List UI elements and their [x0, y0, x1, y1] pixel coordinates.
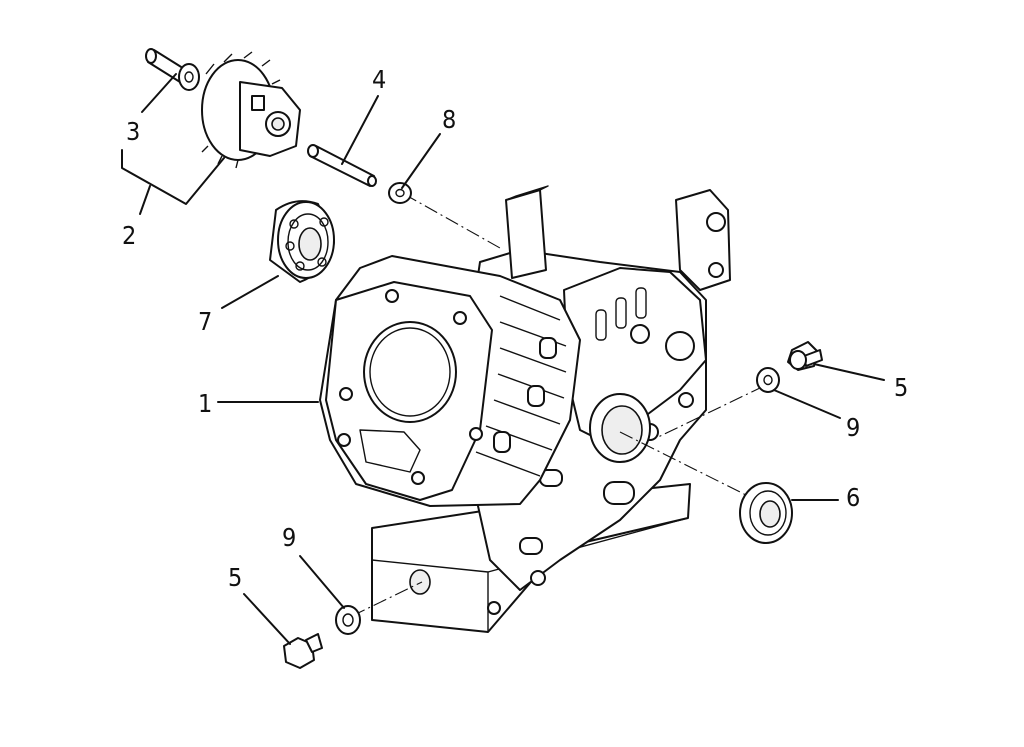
callout-1: 1	[198, 389, 212, 418]
callout-5-right: 5	[894, 373, 908, 402]
callout-6: 6	[846, 483, 860, 512]
part-8-washer	[388, 182, 412, 204]
callout-3: 3	[126, 117, 140, 146]
part-3-shaft	[145, 48, 200, 91]
callout-9-bottom: 9	[282, 523, 296, 552]
part-5-bolt-bottom	[283, 633, 323, 669]
callout-2: 2	[122, 221, 136, 250]
callout-7: 7	[198, 307, 212, 336]
part-2-gear-assembly	[201, 51, 301, 169]
callout-8: 8	[442, 105, 456, 134]
leader-lines	[121, 73, 885, 645]
part-7-bearing	[269, 200, 335, 283]
part-6-oil-seal	[739, 482, 793, 544]
assembly-lines	[351, 193, 765, 617]
callout-labels: 1 2 3 4 5 5 6 7 8 9 9	[122, 65, 908, 592]
callout-5-bottom: 5	[228, 563, 242, 592]
part-4-pin	[307, 144, 377, 187]
part-5-bolt-right	[787, 341, 823, 371]
crankcase-block	[371, 185, 731, 633]
callout-4: 4	[372, 65, 386, 94]
part-9-washer-bottom	[335, 605, 361, 635]
callout-9-right: 9	[846, 413, 860, 442]
cylinder-block	[319, 255, 581, 507]
part-9-washer-right	[756, 367, 780, 393]
